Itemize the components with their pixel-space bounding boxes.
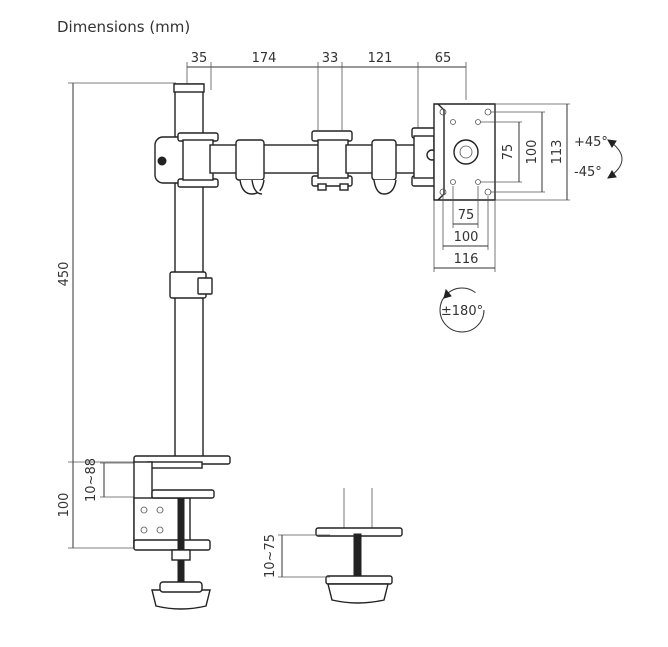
grommet-range-dimension: [278, 534, 330, 578]
dim-height-450: 450: [57, 262, 72, 287]
middle-joint: [311, 130, 353, 191]
pole-arm-joint: [154, 132, 219, 188]
dim-grommet-range: 10~75: [263, 534, 278, 578]
vesa-plate: [433, 103, 496, 201]
dim-top-121: 121: [368, 51, 393, 66]
rotate-arrow-icon: [439, 287, 485, 333]
diagram-title: Dimensions (mm): [57, 18, 191, 36]
height-dimension-line: [68, 82, 176, 549]
dim-top-174: 174: [252, 51, 277, 66]
head-joint: [411, 127, 438, 187]
dim-vesa-inner-v: 75: [501, 144, 516, 161]
dim-vesa-outer-h: 100: [454, 230, 479, 245]
dim-plate-w: 116: [454, 252, 479, 267]
desk-clamp: [133, 455, 231, 610]
tilt-up-label: +45°: [574, 135, 608, 150]
dim-clamp-range: 10~88: [84, 458, 99, 502]
dim-top-33: 33: [322, 51, 339, 66]
arm-segment-2: [345, 139, 423, 195]
dim-top-65: 65: [435, 51, 452, 66]
dim-plate-h: 113: [550, 140, 565, 165]
tilt-arrow-icon: [607, 139, 623, 179]
grommet-mount: [315, 488, 403, 604]
dim-clamp-height-100: 100: [57, 493, 72, 518]
rotate-label: ±180°: [441, 304, 483, 319]
vesa-dimensions: [433, 103, 570, 272]
arm-segment-1: [209, 139, 321, 195]
dim-top-35: 35: [191, 51, 208, 66]
tilt-down-label: -45°: [574, 165, 602, 180]
top-dimension-line: [186, 62, 467, 130]
dim-vesa-outer-v: 100: [525, 140, 540, 165]
dim-vesa-inner-h: 75: [458, 208, 475, 223]
